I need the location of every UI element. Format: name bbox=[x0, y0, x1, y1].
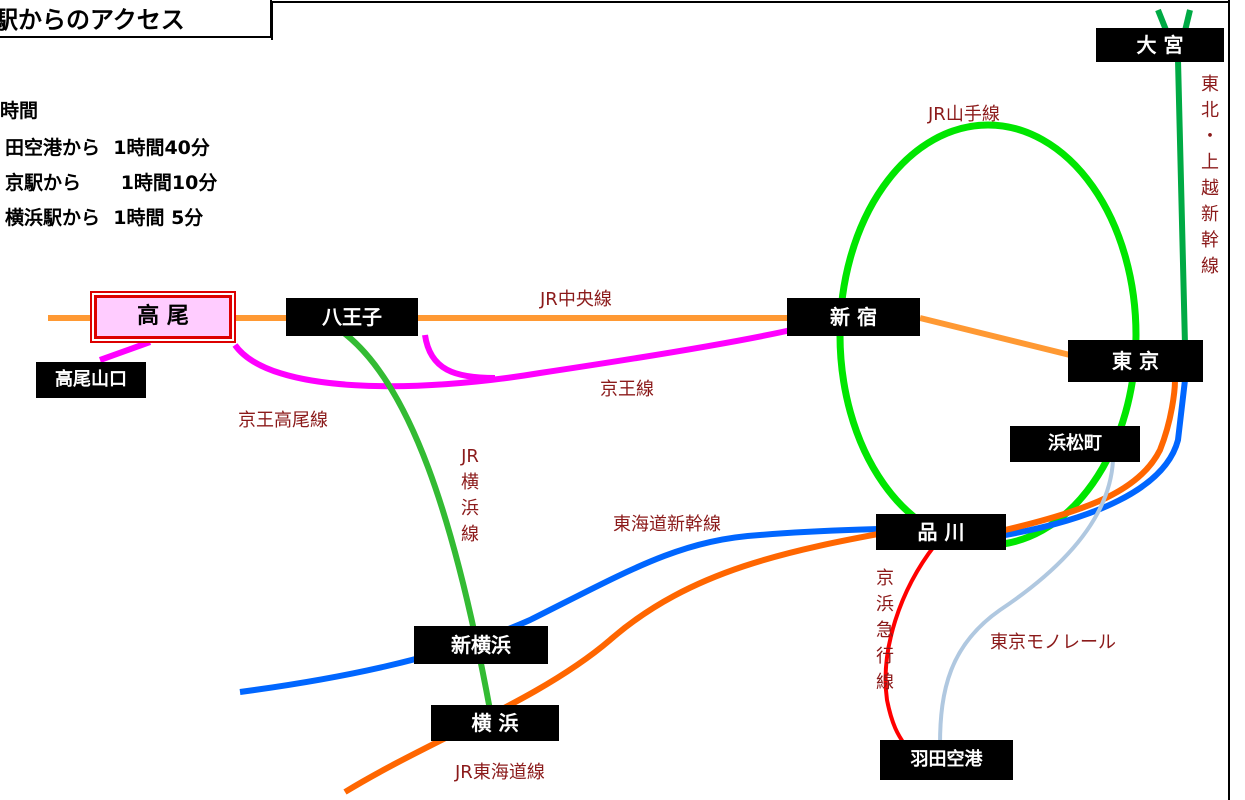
station-shinjuku[interactable]: 新 宿 bbox=[787, 298, 920, 336]
keikyu-line bbox=[883, 543, 937, 747]
label-tokaido-shinkansen: 東海道新幹線 bbox=[613, 514, 721, 535]
label-tokyo-monorail: 東京モノレール bbox=[990, 632, 1116, 653]
keio-takao-line bbox=[98, 339, 152, 363]
label-keio-takao-line: 京王高尾線 bbox=[238, 410, 328, 431]
station-tokyo[interactable]: 東 京 bbox=[1068, 340, 1203, 382]
page-title: 駅からのアクセス bbox=[0, 0, 272, 38]
travel-time-row: 横浜駅から 1時間 5分 bbox=[5, 207, 204, 229]
station-yokohama[interactable]: 横 浜 bbox=[431, 705, 559, 741]
station-haneda-airport[interactable]: 羽田空港 bbox=[880, 740, 1013, 780]
station-takao[interactable]: 高 尾 bbox=[94, 295, 232, 339]
label-keio-line: 京王線 bbox=[600, 379, 654, 400]
travel-time-row: 田空港から 1時間40分 bbox=[5, 137, 210, 159]
label-chuo-line: JR中央線 bbox=[540, 289, 612, 310]
keio-branch-line bbox=[422, 334, 496, 381]
station-hamamatsucho[interactable]: 浜松町 bbox=[1010, 426, 1140, 462]
label-keikyu-line: 京浜急行線 bbox=[876, 568, 894, 693]
tokyo-monorail-line bbox=[938, 459, 1115, 746]
label-tohoku-joetsu-shinkansen: 東北・上越新幹線 bbox=[1201, 74, 1219, 277]
station-takaosanguchi[interactable]: 高尾山口 bbox=[36, 362, 146, 398]
station-hachioji[interactable]: 八王子 bbox=[286, 298, 418, 336]
travel-time-row: 京駅から 1時間10分 bbox=[5, 172, 218, 194]
station-omiya[interactable]: 大 宮 bbox=[1096, 28, 1224, 62]
travel-time-heading: 時間 bbox=[0, 100, 39, 122]
keio-line bbox=[232, 325, 801, 390]
station-shinagawa[interactable]: 品 川 bbox=[876, 514, 1006, 550]
station-shin-yokohama[interactable]: 新横浜 bbox=[414, 626, 548, 664]
label-jr-tokaido-line: JR東海道線 bbox=[455, 762, 545, 783]
label-yamanote-line: JR山手線 bbox=[928, 104, 1000, 125]
